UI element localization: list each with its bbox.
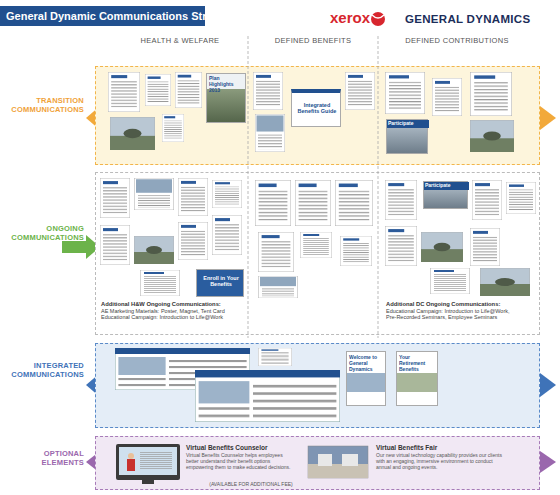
title-bar: General Dynamic Communications Strategy (0, 6, 205, 26)
brochure-thumbnail: Your Retirement Benefits (396, 351, 438, 406)
optional-item: Virtual Benefits CounselorVirtual Benefi… (186, 444, 294, 480)
note-heading: Additional H&W Ongoing Communications: (101, 301, 249, 308)
thumbnail-title: Your Retirement Benefits (399, 355, 437, 372)
arrow-shaft (62, 241, 86, 253)
arrow-head (540, 451, 556, 473)
logo-text: GENERAL DYNAMICS (405, 13, 530, 26)
column-header: HEALTH & WELFARE (125, 37, 235, 46)
thumbnail-title: Enroll in Your Benefits (199, 275, 243, 288)
ongoing-band: ONGOING COMMUNICATIONSAdditional H&W Ong… (95, 172, 540, 335)
brochure-thumbnail: Plan Highlights 2013 (206, 73, 246, 123)
row-label: ONGOING COMMUNICATIONS (4, 225, 84, 242)
poster-thumbnail: Enroll in Your Benefits (196, 269, 244, 297)
photo-thumbnail: Participate (386, 119, 428, 154)
note-text: Educational Campaign: Introduction to Li… (386, 308, 536, 314)
row-label: TRANSITION COMMUNICATIONS (4, 97, 84, 114)
thumbnail-title: Welcome to General Dynamics (349, 355, 385, 372)
column-header: DEFINED BENEFITS (258, 37, 368, 46)
thumbnail-title: Participate (387, 120, 429, 128)
thumbnail-title: Participate (424, 182, 469, 190)
fee-note: (AVAILABLE FOR ADDITIONAL FEE) (186, 482, 316, 488)
text-group: Additional H&W Ongoing Communications:AE… (101, 301, 249, 320)
row-label: INTEGRATED COMMUNICATIONS (4, 362, 84, 379)
note-heading: Additional DC Ongoing Communications: (386, 301, 536, 308)
optional-band: OPTIONAL ELEMENTS(AVAILABLE FOR ADDITION… (95, 436, 540, 490)
arrow-head (540, 373, 556, 397)
transition-band: TRANSITION COMMUNICATIONSPlan Highlights… (95, 66, 540, 165)
item-heading: Virtual Benefits Fair (376, 444, 506, 451)
guide-thumbnail: Integrated Benefits Guide (291, 89, 341, 127)
column-header: DEFINED CONTRIBUTIONS (382, 37, 532, 46)
logo-ball-swoosh (372, 15, 384, 18)
photo-thumbnail: Participate (423, 181, 468, 209)
text-group: Additional DC Ongoing Communications:Edu… (386, 301, 536, 320)
note-text: Pre-Recorded Seminars, Employee Seminars (386, 314, 536, 320)
logo-ball (371, 12, 385, 26)
item-text: Virtual Benefits Counselor helps employe… (186, 453, 294, 470)
note-text: AE Marketing Materials: Poster, Magnet, … (101, 308, 249, 314)
integrated-band: INTEGRATED COMMUNICATIONSWelcome to Gene… (95, 343, 540, 428)
brochure-thumbnail: Welcome to General Dynamics (346, 351, 386, 406)
arrow-head (540, 106, 556, 130)
item-heading: Virtual Benefits Counselor (186, 444, 294, 451)
title-text: General Dynamic Communications Strategy (6, 6, 235, 26)
thumbnail-title: Plan Highlights 2013 (209, 76, 245, 93)
item-text: Our new virtual technology capability pr… (376, 453, 506, 470)
row-label: OPTIONAL ELEMENTS (4, 450, 84, 467)
note-text: Educational Campaign: Introduction to Li… (101, 314, 249, 320)
logo-text: xerox (330, 9, 370, 26)
optional-item: Virtual Benefits FairOur new virtual tec… (376, 444, 506, 480)
thumbnail-title: Integrated Benefits Guide (295, 102, 339, 115)
